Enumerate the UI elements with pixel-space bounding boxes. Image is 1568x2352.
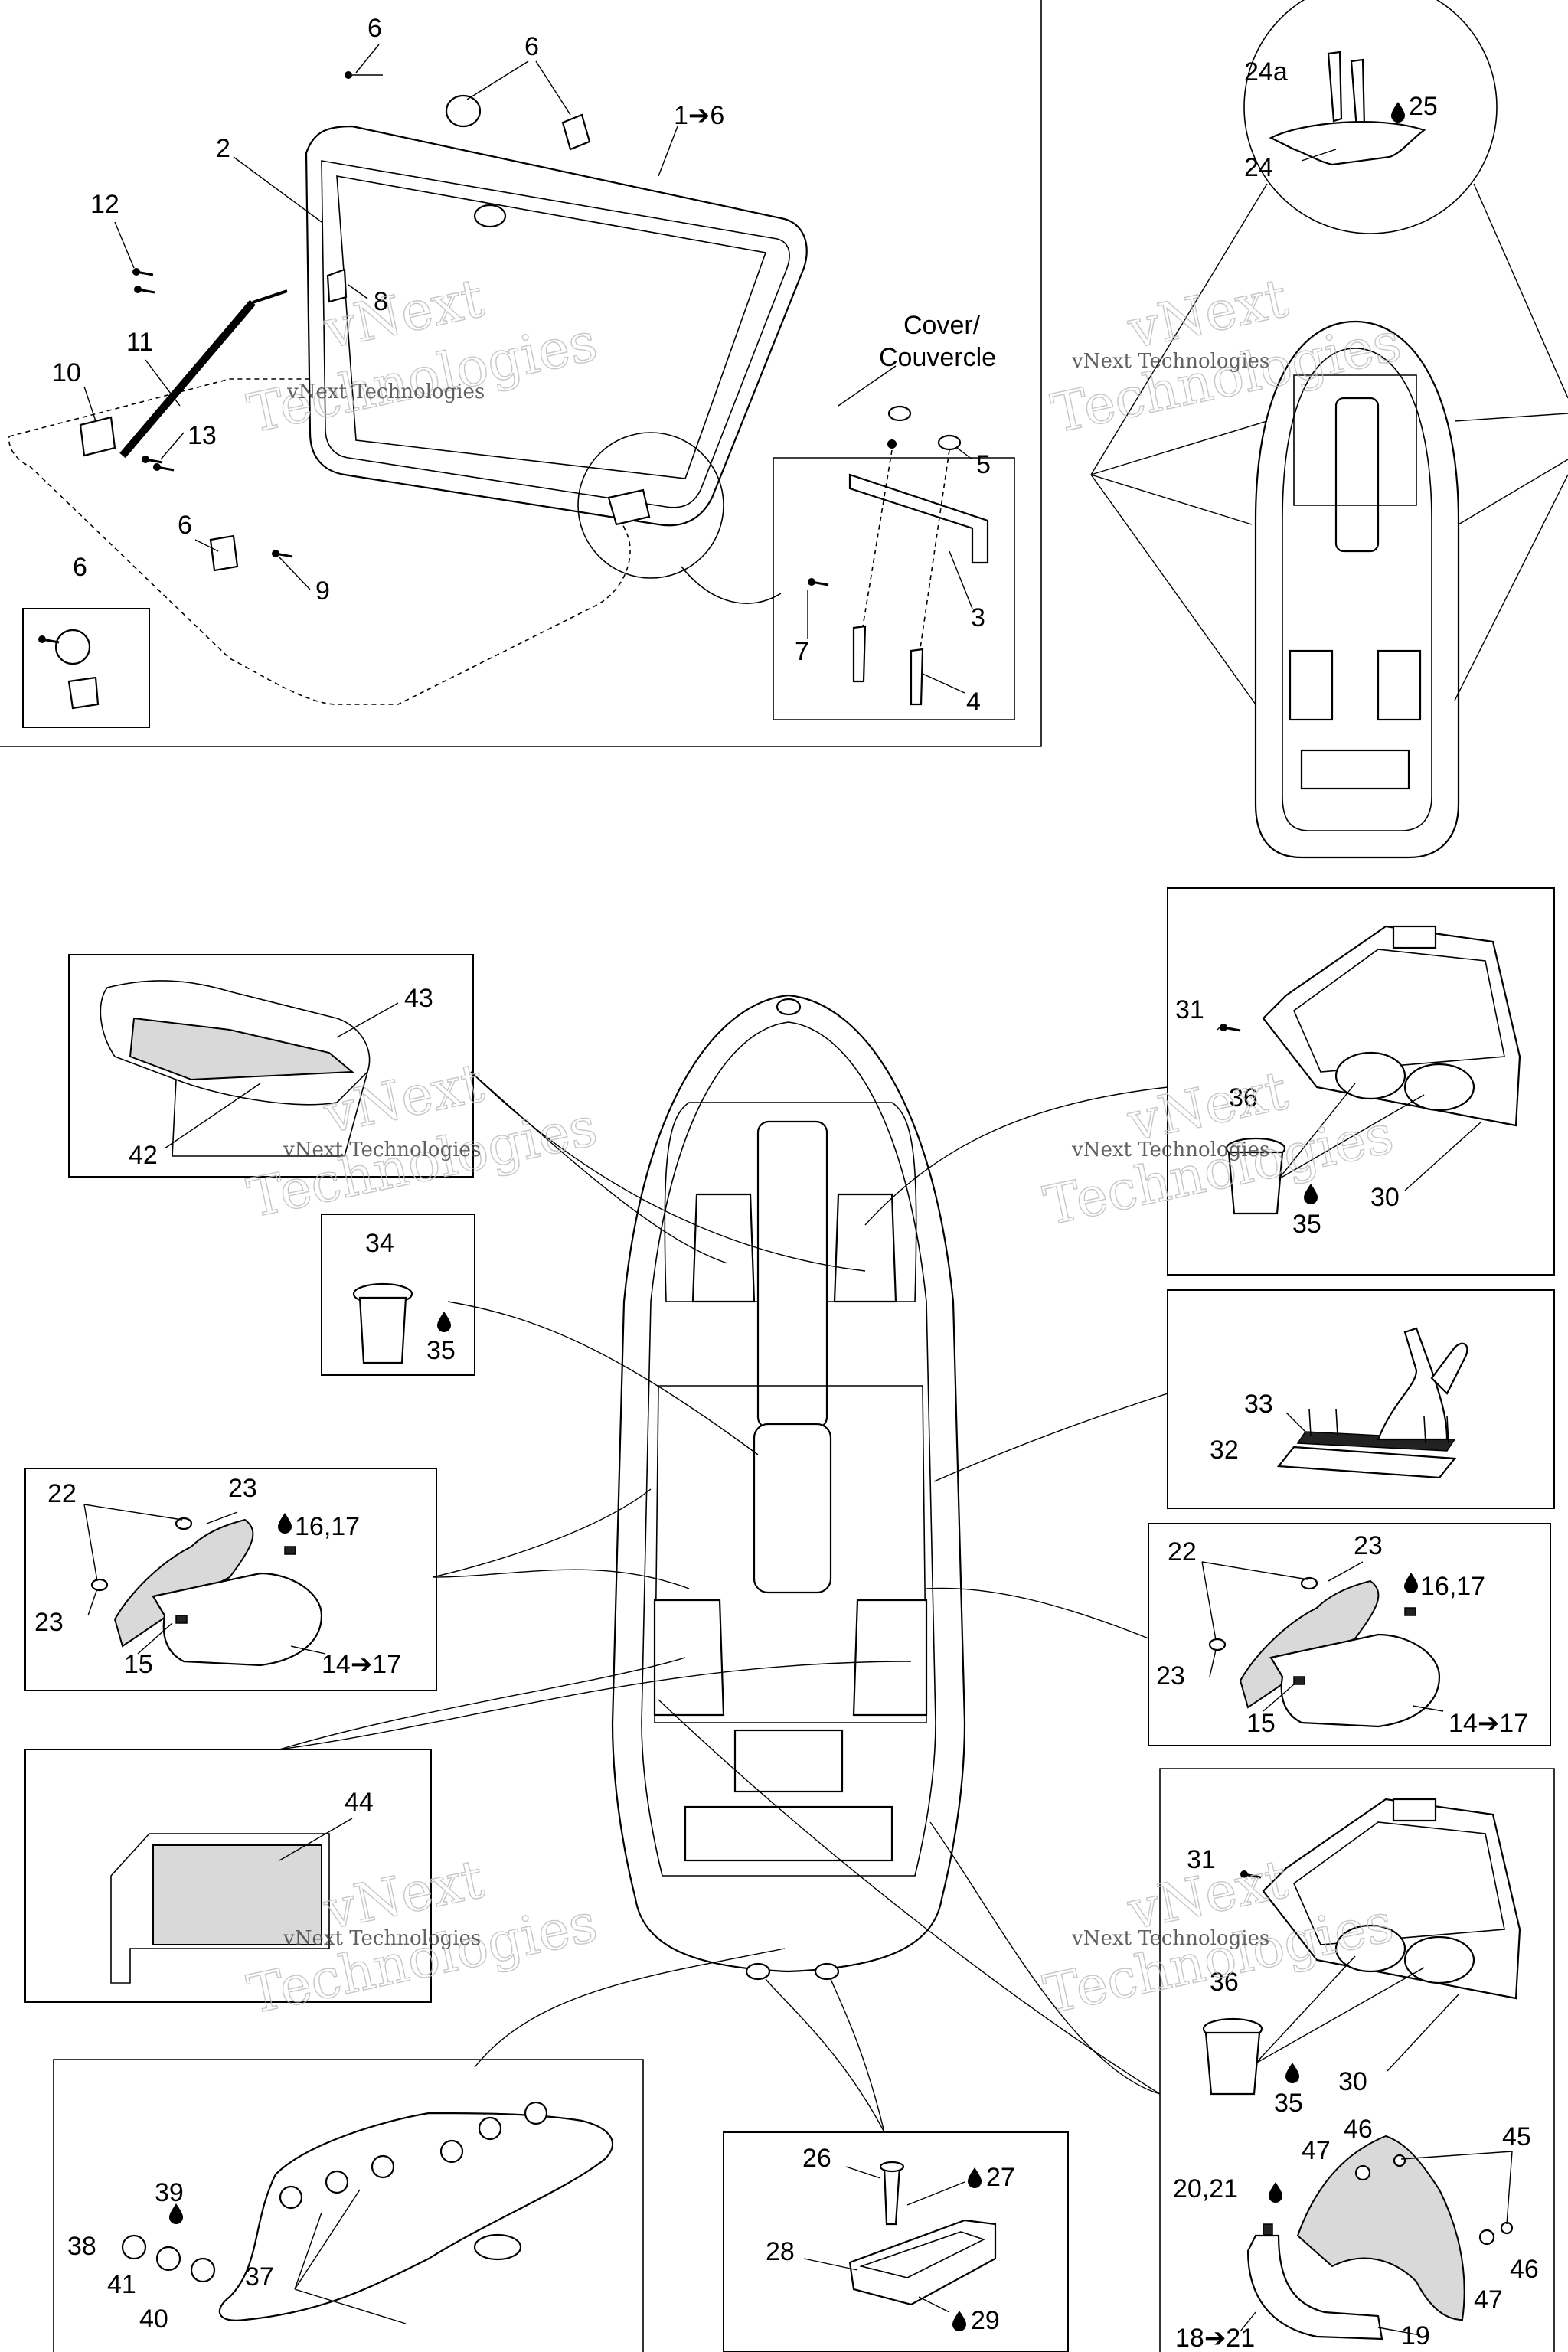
callout-label: 27: [986, 2163, 1015, 2192]
callout-label: 23: [228, 1474, 257, 1503]
mini-boat: [1090, 320, 1568, 859]
latch-knob-icon: [445, 94, 591, 151]
callout-label: 14➔17: [322, 1650, 401, 1679]
callout-label: 6: [368, 14, 382, 43]
callout-label: 35: [426, 1336, 456, 1365]
callout-label: 2: [216, 134, 230, 163]
callout-label: 1➔6: [674, 101, 724, 130]
callout-label: 36: [1210, 1968, 1239, 1997]
svg-text:vNext Technologies: vNext Technologies: [283, 1138, 481, 1161]
callout-label: 24: [1244, 153, 1273, 182]
svg-text:vNext Technologies: vNext Technologies: [283, 1927, 481, 1950]
callout-label: 37: [245, 2262, 274, 2292]
leader-lines: [279, 1071, 1168, 2133]
callout-label: 15: [124, 1650, 153, 1679]
callout-label: 41: [107, 2270, 136, 2299]
bumper-box: 39 38 41 40 37: [53, 2059, 644, 2352]
carpet-side-box: 44: [24, 1749, 432, 2003]
callout-label: 30: [1338, 2067, 1367, 2096]
callout-label: 12: [90, 190, 119, 219]
callout-label: 25: [1409, 92, 1438, 121]
shifter-box: 33 32: [1167, 1289, 1555, 1509]
callout-label: 46: [1510, 2255, 1539, 2284]
callout-label: 39: [155, 2178, 184, 2207]
callout-label: 10: [52, 358, 81, 387]
callout-label: 23: [34, 1608, 64, 1637]
callout-label: 5: [976, 450, 991, 479]
svg-text:vNext Technologies: vNext Technologies: [1071, 1927, 1269, 1950]
callout-label: 46: [1344, 2115, 1373, 2144]
callout-label: 19: [1401, 2321, 1430, 2350]
callout-label: 36: [1229, 1083, 1258, 1112]
callout-label: 32: [1210, 1436, 1239, 1465]
svg-text:vNext Technologies: vNext Technologies: [1071, 350, 1269, 373]
callout-label: 16,17: [295, 1512, 360, 1541]
callout-label: 28: [766, 2237, 795, 2266]
callout-label: 35: [1274, 2089, 1303, 2118]
callout-label: 40: [139, 2305, 168, 2334]
carpet-front-box: 43 42: [68, 954, 474, 1178]
callout-label: 47: [1474, 2285, 1503, 2314]
main-boat: [611, 994, 966, 1981]
storage-top-box: 31 36 35 30: [1167, 887, 1555, 1276]
cleat-assembly: 24a 25 24: [1090, 0, 1568, 475]
callout-label: 31: [1175, 995, 1204, 1024]
callout-label: 30: [1370, 1183, 1400, 1212]
callout-label: 47: [1302, 2136, 1331, 2165]
callout-label: 22: [1168, 1537, 1197, 1566]
callout-label: 20,21: [1173, 2174, 1238, 2203]
storage-bottom-box: 31 36 35 30 46 47 45 20,21 46 47 18➔21 1…: [1159, 1768, 1555, 2352]
callout-label: 29: [971, 2306, 1000, 2335]
cover-title: Couvercle: [879, 343, 996, 372]
callout-label: 6: [73, 553, 87, 582]
callout-label: 3: [971, 603, 985, 632]
callout-label: 42: [129, 1141, 158, 1170]
callout-label: 18➔21: [1175, 2324, 1255, 2352]
step-pad-box: 26 27 28 29: [723, 2132, 1069, 2352]
svg-text:vNext Technologies: vNext Technologies: [286, 381, 485, 403]
callout-label: 4: [966, 688, 981, 717]
callout-label: 35: [1292, 1210, 1321, 1239]
handle-left-box: 22 23 16,17 23 15 14➔17: [24, 1468, 437, 1691]
callout-label: 9: [315, 577, 330, 606]
callout-label: 34: [365, 1229, 394, 1258]
svg-text:vNext Technologies: vNext Technologies: [1071, 1138, 1269, 1161]
callout-label: 23: [1156, 1661, 1185, 1690]
callout-label: 16,17: [1420, 1572, 1485, 1601]
callout-label: 6: [178, 511, 192, 540]
callout-label: 44: [345, 1788, 374, 1817]
cupholder-small-box: 34 35: [321, 1214, 475, 1376]
callout-label: 7: [795, 637, 809, 666]
callout-label: 38: [67, 2232, 96, 2261]
callout-label: 45: [1502, 2122, 1531, 2151]
callout-label: 8: [374, 287, 388, 316]
callout-label: 43: [404, 984, 433, 1013]
glovebox-panel: 6 6 1➔6 2 12 8 11 10 13 6 9 6 Cover/ Cou…: [0, 0, 1042, 747]
callout-label: 15: [1246, 1709, 1276, 1738]
handle-right-box: 22 23 16,17 23 15 14➔17: [1148, 1523, 1551, 1746]
callout-label: 13: [188, 421, 217, 450]
cover-title: Cover/: [903, 311, 981, 340]
callout-label: 6: [524, 32, 539, 61]
callout-label: 33: [1244, 1390, 1273, 1419]
callout-label: 26: [802, 2144, 831, 2173]
callout-label: 11: [126, 328, 153, 357]
callout-label: 23: [1354, 1531, 1383, 1560]
callout-label: 24a: [1244, 57, 1288, 87]
callout-label: 14➔17: [1449, 1709, 1528, 1738]
callout-label: 22: [47, 1479, 77, 1508]
callout-label: 31: [1187, 1845, 1216, 1874]
